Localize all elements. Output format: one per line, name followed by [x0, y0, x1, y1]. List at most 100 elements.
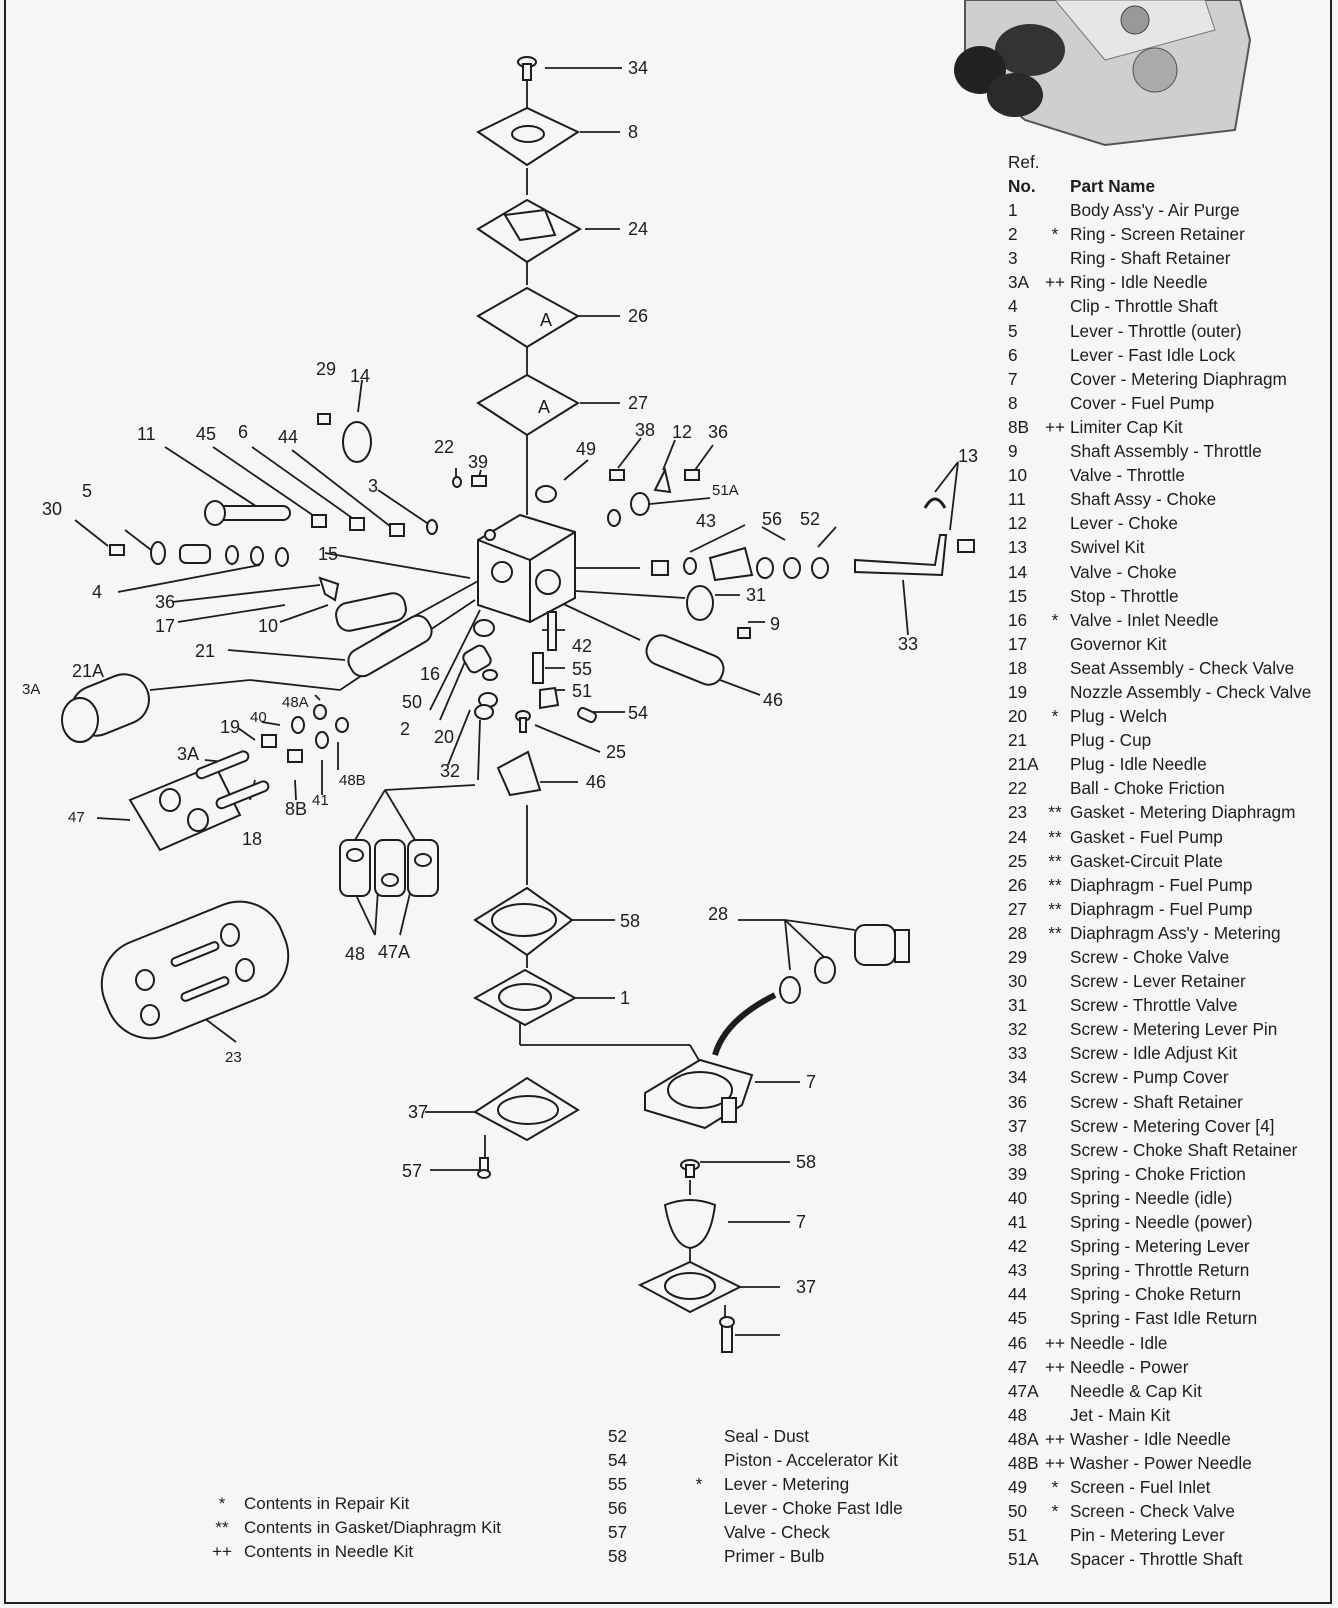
part-ref: 50 — [1008, 1501, 1028, 1522]
part-name: Ring - Idle Needle — [1070, 272, 1208, 293]
part-ref: 38 — [1008, 1139, 1028, 1160]
callout: 34 — [628, 58, 648, 78]
part-row: 8B++Limiter Cap Kit — [1008, 415, 1338, 439]
callout: 55 — [572, 659, 592, 679]
part-kit-mark — [1040, 656, 1070, 680]
part-name: Swivel Kit — [1070, 537, 1145, 558]
part-ref: 12 — [1008, 513, 1028, 534]
legend-text: Contents in Gasket/Diaphragm Kit — [244, 1518, 502, 1537]
part-name: Seal - Dust — [724, 1426, 810, 1446]
part-name: Spring - Choke Return — [1070, 1284, 1242, 1305]
part-ref: 24 — [1008, 826, 1028, 847]
part-kit-mark — [1040, 728, 1070, 752]
part-kit-mark: * — [1051, 224, 1059, 245]
callout: 8B — [285, 799, 307, 819]
part-kit-mark: * — [1051, 1477, 1059, 1498]
part-kit-mark: ** — [1048, 802, 1062, 823]
legend-symbol: ++ — [212, 1542, 232, 1561]
callout: 40 — [250, 709, 267, 726]
part-ref: 21A — [1008, 754, 1039, 775]
callout: 26 — [628, 306, 648, 326]
part-row: 55*Lever - Metering — [608, 1472, 938, 1496]
callout: 36 — [155, 592, 175, 612]
callout: 24 — [628, 219, 648, 239]
callout: 7 — [796, 1212, 806, 1232]
part-name: Spacer - Throttle Shaft — [1070, 1549, 1243, 1570]
callout: 3A — [22, 681, 40, 698]
part-name: Spring - Needle (idle) — [1070, 1187, 1233, 1208]
callout: 46 — [586, 772, 606, 792]
part-name: Lever - Choke Fast Idle — [724, 1498, 903, 1518]
part-ref: 4 — [1008, 296, 1018, 317]
part-ref: 31 — [1008, 995, 1028, 1016]
kit-legend: *Contents in Repair Kit**Contents in Gas… — [200, 1492, 501, 1564]
part-kit-mark — [1040, 343, 1070, 367]
part-kit-mark — [674, 1544, 724, 1568]
callout: 48B — [339, 772, 366, 789]
part-name: Plug - Cup — [1070, 730, 1152, 751]
part-ref: 30 — [1008, 971, 1028, 992]
part-row: 24**Gasket - Fuel Pump — [1008, 825, 1338, 849]
part-name: Screw - Metering Cover [4] — [1070, 1115, 1275, 1136]
callout: 11 — [137, 424, 156, 444]
part-ref: 3 — [1008, 248, 1018, 269]
part-kit-mark — [1040, 246, 1070, 270]
svg-text:A: A — [538, 397, 550, 417]
callout: 54 — [628, 703, 648, 723]
part-kit-mark — [674, 1448, 724, 1472]
callout: 30 — [42, 499, 62, 519]
part-kit-mark — [1040, 367, 1070, 391]
part-kit-mark — [1040, 1403, 1070, 1427]
part-ref: 27 — [1008, 898, 1028, 919]
part-row: 50*Screen - Check Valve — [1008, 1499, 1338, 1523]
part-ref: 34 — [1008, 1067, 1028, 1088]
part-ref: 14 — [1008, 561, 1028, 582]
callout: 46 — [763, 690, 783, 710]
part-kit-mark: * — [1051, 1501, 1059, 1522]
part-row: 48A++Washer - Idle Needle — [1008, 1427, 1338, 1451]
part-kit-mark — [1040, 993, 1070, 1017]
part-kit-mark: * — [1051, 706, 1059, 727]
callout: 44 — [278, 427, 298, 447]
part-ref: 25 — [1008, 850, 1028, 871]
part-ref: 51A — [1008, 1549, 1039, 1570]
callout: 28 — [708, 904, 728, 924]
legend-symbol: ** — [215, 1518, 229, 1537]
part-row: 28**Diaphragm Ass'y - Metering — [1008, 921, 1338, 945]
part-ref: 41 — [1008, 1212, 1028, 1233]
callout: 17 — [155, 616, 175, 636]
part-ref: 28 — [1008, 922, 1028, 943]
part-ref: 42 — [1008, 1236, 1028, 1257]
callout: 37 — [408, 1102, 428, 1122]
carburetor-photo — [905, 0, 1270, 150]
part-kit-mark — [1040, 680, 1070, 704]
part-name: Screw - Throttle Valve — [1070, 995, 1238, 1016]
part-name: Ball - Choke Friction — [1070, 778, 1225, 799]
part-kit-mark — [1040, 1547, 1070, 1571]
callout: 31 — [746, 585, 766, 605]
part-ref: 39 — [1008, 1163, 1028, 1184]
callout: 57 — [402, 1161, 422, 1181]
part-row: 27**Diaphragm - Fuel Pump — [1008, 897, 1338, 921]
part-kit-mark — [1040, 391, 1070, 415]
part-kit-mark — [1040, 1041, 1070, 1065]
part-name: Screw - Idle Adjust Kit — [1070, 1043, 1238, 1064]
